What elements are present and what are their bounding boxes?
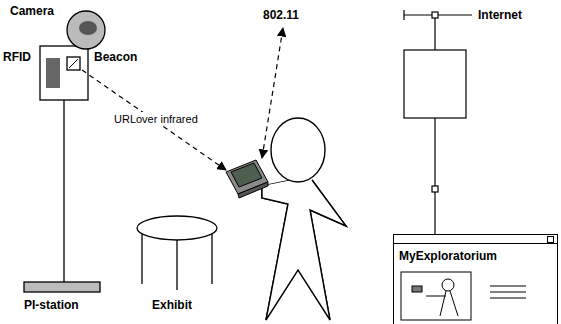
title-bar	[394, 235, 557, 244]
label: RFID	[3, 50, 31, 64]
window-button	[547, 236, 554, 243]
network	[404, 10, 472, 234]
pi-station	[24, 46, 100, 292]
label: PI-station	[24, 298, 79, 312]
label: Beacon	[94, 50, 137, 64]
camera-icon	[67, 11, 105, 49]
person-figure	[262, 118, 346, 320]
label: 802.11	[263, 8, 299, 22]
pda-device	[226, 160, 268, 198]
label: URLover infrared	[112, 112, 200, 126]
exhibit-table	[137, 216, 217, 290]
infrared-arrow	[82, 70, 226, 170]
label: Camera	[10, 4, 54, 18]
label: Internet	[478, 8, 522, 22]
window-title: MyExploratorium	[399, 249, 497, 263]
web-photo	[401, 272, 526, 320]
browser-window: MyExploratorium	[393, 234, 558, 324]
label: Exhibit	[152, 298, 192, 312]
